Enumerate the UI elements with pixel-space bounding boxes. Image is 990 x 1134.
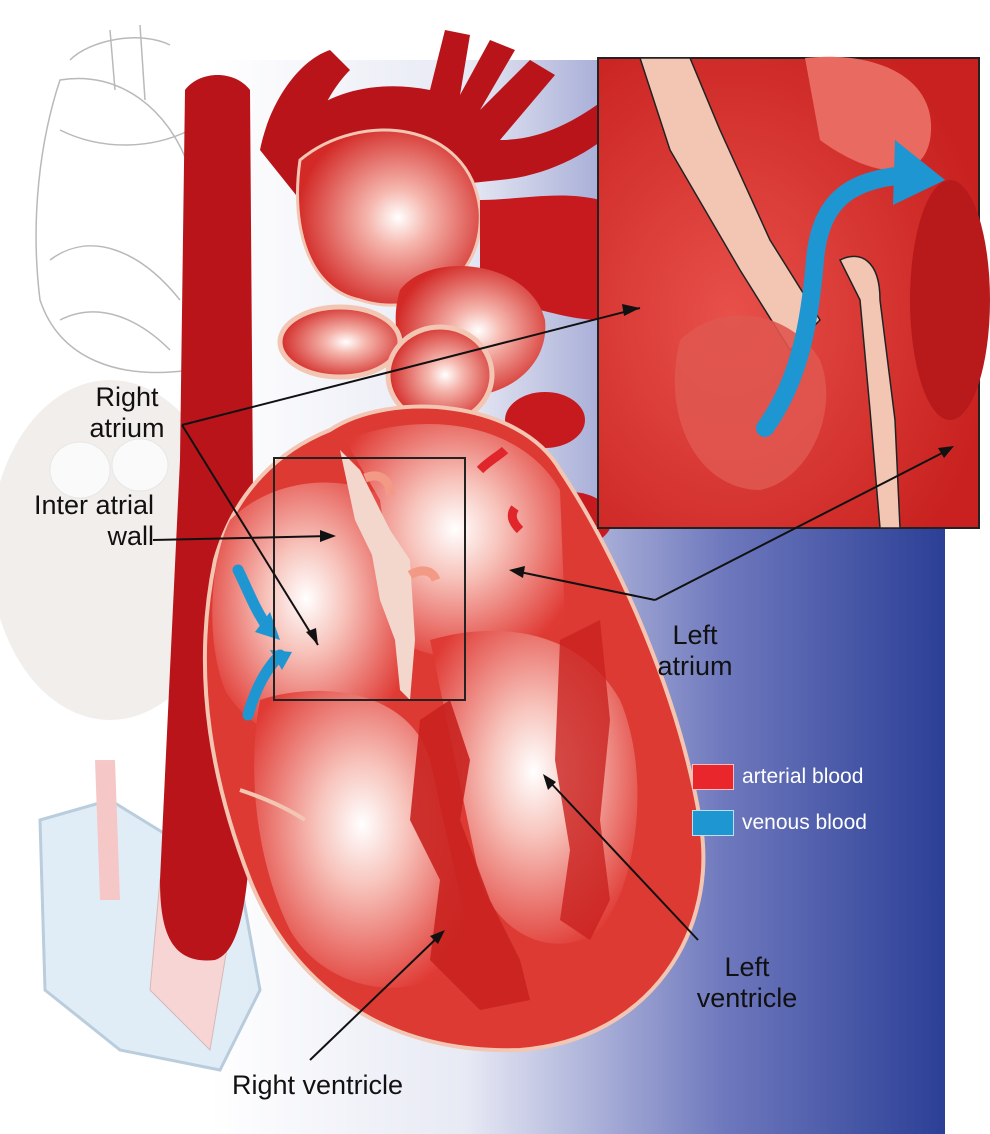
label-inter-atrial-wall-line2: wall (107, 521, 154, 551)
legend-label-arterial: arterial blood (742, 765, 864, 788)
label-left-atrium-line2: atrium (657, 651, 733, 681)
outline-sketch (35, 24, 204, 374)
label-inter-atrial-wall: Inter atrial wall (14, 490, 154, 552)
label-inter-atrial-wall-line1: Inter atrial (33, 490, 154, 520)
small-flow-arrows (363, 446, 524, 583)
legend-swatch-venous (692, 810, 734, 836)
arterial-arrow-3 (507, 505, 524, 534)
label-left-ventricle-line1: Left (724, 952, 770, 982)
arterial-arrow-2 (476, 446, 509, 474)
arterial-arrow-1 (363, 471, 395, 496)
legend-swatch-arterial (692, 764, 734, 790)
zoom-box (273, 457, 466, 701)
inter-atrial-wall (340, 450, 415, 700)
venous-arrowhead-2 (270, 650, 292, 670)
label-right-ventricle-text: Right ventricle (232, 1070, 404, 1100)
legend-item-arterial: arterial blood (692, 754, 932, 800)
pointer-lines (152, 307, 949, 1061)
label-left-atrium-line1: Left (672, 620, 718, 650)
legend-item-venous: venous blood (692, 800, 932, 846)
label-left-ventricle: Left ventricle (672, 952, 822, 1014)
valve-rings (277, 304, 495, 426)
pointer-arrowheads (306, 304, 954, 944)
arterial-arrow-4 (407, 566, 441, 583)
label-left-atrium: Left atrium (630, 620, 760, 682)
inset-detail (597, 56, 990, 529)
label-right-atrium-line2: atrium (89, 413, 165, 443)
label-right-ventricle: Right ventricle (232, 1070, 472, 1101)
legend-label-venous: venous blood (742, 811, 867, 834)
inner-valve-flap (239, 788, 307, 822)
label-left-ventricle-line2: ventricle (696, 983, 798, 1013)
inset-venous-arrowhead (893, 140, 945, 205)
label-right-atrium-line1: Right (95, 382, 159, 412)
papillary-muscle (555, 620, 610, 940)
legend: arterial blood venous blood (692, 754, 932, 846)
label-right-atrium: Right atrium (72, 382, 182, 444)
inset-venous-arrow (756, 166, 914, 437)
